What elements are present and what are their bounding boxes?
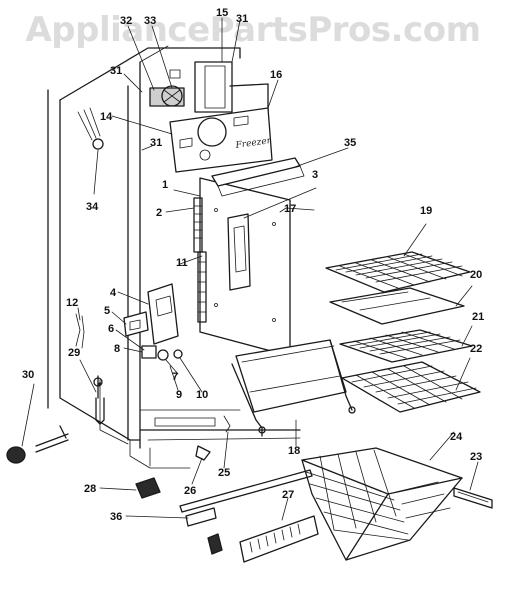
callout-11: 11 [176,257,188,269]
wire-shelf-19 [325,251,471,293]
leader-lines [21,17,479,521]
callout-34: 34 [86,201,99,213]
door-shelf [231,339,356,437]
wire-leads [75,313,85,349]
callout-18: 18 [288,445,300,457]
cabinet-body [47,45,301,469]
callout-12: 12 [66,297,78,309]
callout-36: 36 [110,511,122,523]
callout-32: 32 [120,15,132,27]
fan-motor [149,69,185,107]
wire-shelf-21 [339,329,473,363]
callout-20: 20 [470,269,482,281]
hinge-cover [135,477,161,499]
slide-rail-left [179,469,313,527]
callout-30: 30 [22,369,34,381]
callout-16: 16 [270,69,282,81]
callout-24: 24 [450,431,463,443]
callout-17: 17 [284,203,296,215]
screw [98,382,102,386]
front-grille [239,515,319,563]
callout-27: 27 [282,489,294,501]
callout-8: 8 [114,343,120,355]
callout-21: 21 [472,311,484,323]
callout-14: 14 [100,111,113,123]
slide-rail-right [453,487,493,509]
callout-26: 26 [184,485,196,497]
callout-6: 6 [108,323,114,335]
callout-28: 28 [84,483,96,495]
wire-harness [77,107,104,150]
callout-4: 4 [110,287,117,299]
callout-31: 31 [150,137,162,149]
callout-19: 19 [420,205,432,217]
air-duct [227,213,251,291]
control-panel: Freezer [169,107,273,173]
wire-basket [301,447,463,561]
watermark: AppliancePartsPros.com [25,10,481,50]
callout-25: 25 [218,467,230,479]
callout-31: 31 [110,65,122,77]
toe-clip [207,533,223,555]
callout-7: 7 [172,371,178,383]
light-socket [123,283,179,359]
callout-9: 9 [176,389,182,401]
callout-5: 5 [104,305,110,317]
leveling-leg [6,425,69,464]
callout-29: 29 [68,347,80,359]
shelf-rails [193,197,207,323]
glass-shelf-20 [329,287,465,325]
fan-housing [194,61,269,115]
thermostat-knob [157,349,183,361]
callout-31: 31 [236,13,248,25]
callout-2: 2 [156,207,162,219]
callout-10: 10 [196,389,208,401]
callout-15: 15 [216,7,228,19]
wire-shelf-22 [341,361,481,413]
callout-35: 35 [344,137,356,149]
roller-clip [195,415,231,461]
callout-33: 33 [144,15,156,27]
callout-22: 22 [470,343,482,355]
shelf-trim [211,157,305,197]
callout-3: 3 [312,169,318,181]
callout-23: 23 [470,451,482,463]
drain-tube [93,375,105,425]
callout-1: 1 [162,179,168,191]
